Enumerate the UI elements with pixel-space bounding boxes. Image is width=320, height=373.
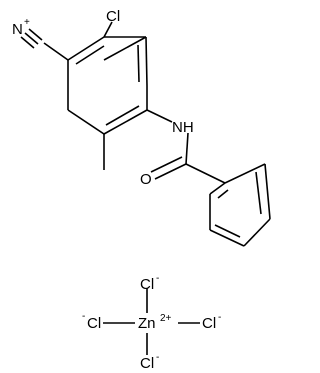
ring1-bond-c1-inner (75, 45, 105, 65)
zinc-cl-top-charge: - (156, 273, 159, 284)
zinc-charge: 2+ (160, 313, 172, 324)
zinc-cl-right-label: Cl (202, 315, 216, 332)
bond-ring-to-diazo (43, 42, 69, 61)
benzene-ring-1 (67, 36, 148, 135)
ring1-bond-c1-c2 (103, 36, 147, 61)
diazonium-triple-bond (20, 28, 43, 49)
chemical-structure: Cl N + NH O Zn 2+ Cl - - Cl Cl - Cl - (12, 8, 271, 372)
zinc-cl-bottom-label: Cl (140, 355, 154, 372)
ring1-bond-c5-c6 (67, 109, 105, 135)
bond-carbonyl-to-o (154, 163, 187, 180)
benzene-ring-2 (209, 163, 271, 247)
zinc-cl-left-label: Cl (87, 315, 101, 332)
diazonium-charge: + (24, 17, 30, 28)
ring1-bond-c2-c3-inner (137, 44, 140, 83)
diazonium-n-label: N (12, 21, 23, 38)
zinc-cl-bottom-charge: - (156, 352, 159, 363)
bond-nh-to-carbonyl (185, 132, 189, 165)
zinc-cl-top-label: Cl (140, 276, 154, 293)
zinc-atom-label: Zn (138, 315, 156, 332)
amide-nh-label: NH (172, 119, 194, 136)
chlorine-atom-label: Cl (106, 8, 120, 25)
ring1-bond-c2-c3 (145, 36, 148, 87)
bond-carbonyl-to-phenyl (185, 163, 226, 184)
zinc-cl-left-charge: - (82, 311, 85, 322)
ring1-bond-c4-c5-inner (105, 105, 140, 126)
ring1-bond-c4-c5 (103, 109, 148, 135)
ring1-bond-c1-c1b (67, 36, 105, 61)
bond-ring-to-cl (103, 21, 113, 38)
bond-ring-to-nh (146, 109, 173, 123)
zinc-cl-right-charge: - (218, 312, 221, 323)
carbonyl-o-label: O (140, 171, 152, 188)
bond-carbonyl-to-o-double (150, 156, 183, 173)
